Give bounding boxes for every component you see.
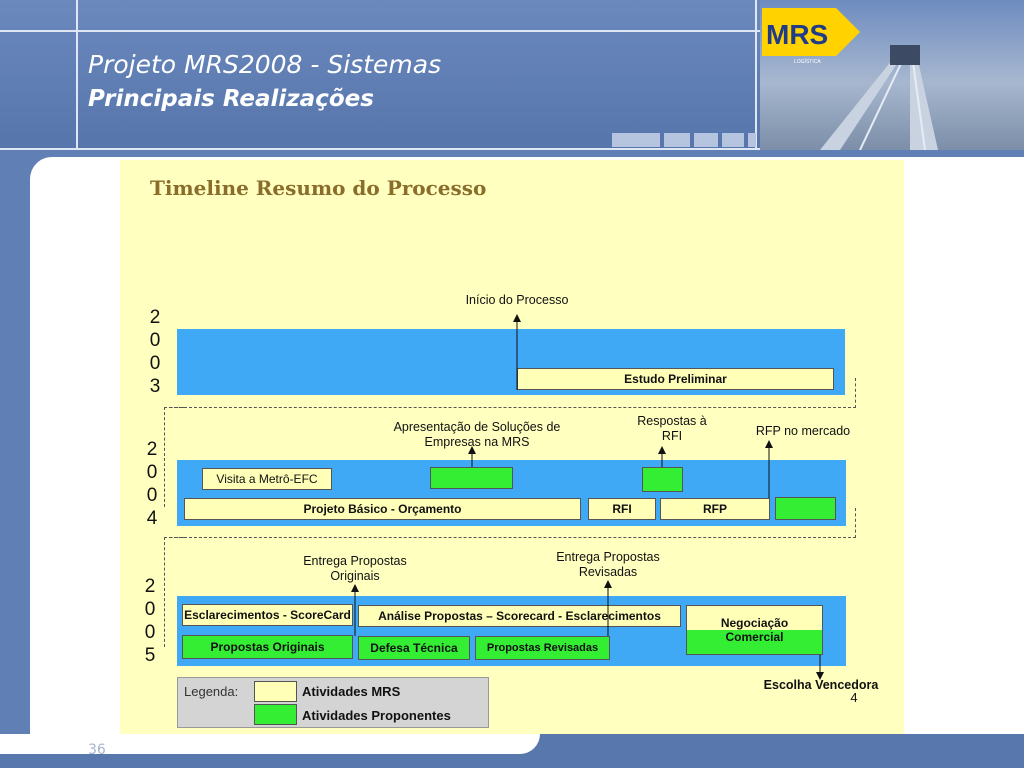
header-rule <box>76 0 78 150</box>
box-analise-propostas: Análise Propostas – Scorecard - Esclarec… <box>358 605 681 627</box>
box-projeto-basico: Projeto Básico - Orçamento <box>184 498 581 520</box>
label-entrega-originais: Entrega Propostas Originais <box>303 554 407 583</box>
box-propostas-originais: Propostas Originais <box>182 635 353 659</box>
connector-2003-2004 <box>164 407 184 507</box>
legend-title: Legenda: <box>184 684 239 699</box>
box-defesa-tecnica: Defesa Técnica <box>358 636 470 660</box>
label-escolha-vencedora: Escolha Vencedora <box>763 678 879 692</box>
mrs-logo: MRS LOGÍSTICA <box>762 8 860 65</box>
connector-2004-2005 <box>164 508 856 538</box>
header-decoration <box>612 132 760 147</box>
negociacao-label: Negociação Comercial <box>720 616 789 644</box>
legend: Legenda: Atividades MRS Atividades Propo… <box>177 677 489 728</box>
header-rule <box>0 148 1024 150</box>
logo-text: MRS <box>766 19 828 50</box>
label-respostas-rfi: Respostas à RFI <box>637 414 707 443</box>
box-esclarecimentos: Esclarecimentos - ScoreCard <box>182 604 353 626</box>
logo-subtext: LOGÍSTICA <box>794 58 821 65</box>
connector-2004-2005 <box>164 537 184 647</box>
box-apresentacao <box>430 467 513 489</box>
slide-subtitle: Principais Realizações <box>88 86 374 112</box>
diagram-title: Timeline Resumo do Processo <box>150 176 487 200</box>
legend-swatch-mrs <box>254 681 297 702</box>
box-rfp: RFP <box>660 498 770 520</box>
label-inicio: Início do Processo <box>465 293 569 307</box>
label-entrega-revisadas: Entrega Propostas Revisadas <box>556 550 660 579</box>
label-rfp-mercado: RFP no mercado <box>755 424 851 438</box>
legend-swatch-proponentes <box>254 704 297 725</box>
legend-label-mrs: Atividades MRS <box>302 684 401 699</box>
footer-curve <box>0 734 540 754</box>
page-number: 36 <box>88 742 106 758</box>
box-visita-metro: Visita a Metrô-EFC <box>202 468 332 490</box>
box-propostas-revisadas: Propostas Revisadas <box>475 636 610 660</box>
box-estudo-preliminar: Estudo Preliminar <box>517 368 834 390</box>
box-negociacao-comercial: Negociação Comercial <box>686 605 823 655</box>
label-apresentacao: Apresentação de Soluções de Empresas na … <box>393 420 561 449</box>
connector-2003-2004 <box>164 378 856 408</box>
header-rule <box>755 0 757 150</box>
label-footnote: 4 <box>850 690 858 705</box>
railway-track-icon <box>820 45 938 151</box>
legend-label-proponentes: Atividades Proponentes <box>302 708 451 723</box>
slide-title: Projeto MRS2008 - Sistemas <box>88 50 442 79</box>
header-rule <box>0 30 1024 32</box>
box-rfp-mercado <box>775 497 836 520</box>
box-respostas-rfi <box>642 467 683 492</box>
box-rfi: RFI <box>588 498 656 520</box>
